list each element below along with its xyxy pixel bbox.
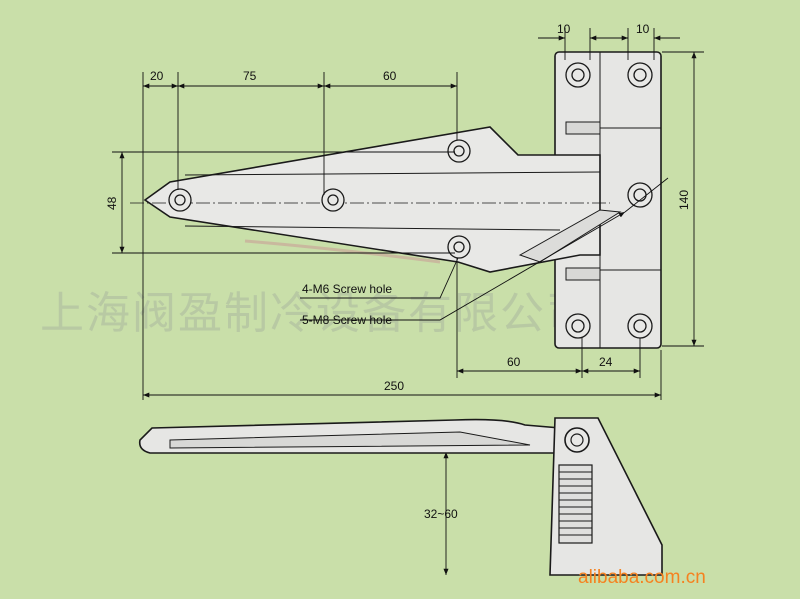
side-view	[138, 417, 663, 576]
screw-hole-arm-top	[447, 139, 471, 163]
dim-140: 140	[677, 190, 691, 210]
dim-10-left: 10	[557, 22, 571, 36]
screw-hole-mid	[321, 188, 345, 212]
mounting-plate	[554, 51, 662, 349]
hinge-arm	[143, 126, 622, 273]
screw-hole-plate-mid	[627, 182, 653, 208]
dim-10-right: 10	[636, 22, 650, 36]
dim-24: 24	[599, 355, 613, 369]
dim-75: 75	[243, 69, 257, 83]
screw-holes	[168, 62, 653, 339]
screw-hole-plate-bl	[565, 313, 591, 339]
screw-hole-arm-bottom	[447, 235, 471, 259]
dim-250: 250	[384, 379, 404, 393]
dim-32-60: 32~60	[424, 507, 458, 521]
watermark-text: 上海阀盈制冷设备有限公司	[40, 288, 592, 339]
dim-48: 48	[105, 196, 119, 210]
side-view-ribs	[559, 471, 592, 536]
dim-20: 20	[150, 69, 164, 83]
dim-60-top: 60	[383, 69, 397, 83]
screw-hole-plate-br	[627, 313, 653, 339]
dimension-lines	[112, 28, 704, 575]
screw-hole-tip	[168, 188, 192, 212]
screw-hole-plate-tr	[627, 62, 653, 88]
label-m8-screw-hole: 5-M8 Screw hole	[302, 313, 392, 327]
label-m6-screw-hole: 4-M6 Screw hole	[302, 282, 392, 296]
brand-watermark: alibaba.com.cn	[578, 567, 706, 588]
dim-60-bottom: 60	[507, 355, 521, 369]
screw-hole-plate-tl	[565, 62, 591, 88]
